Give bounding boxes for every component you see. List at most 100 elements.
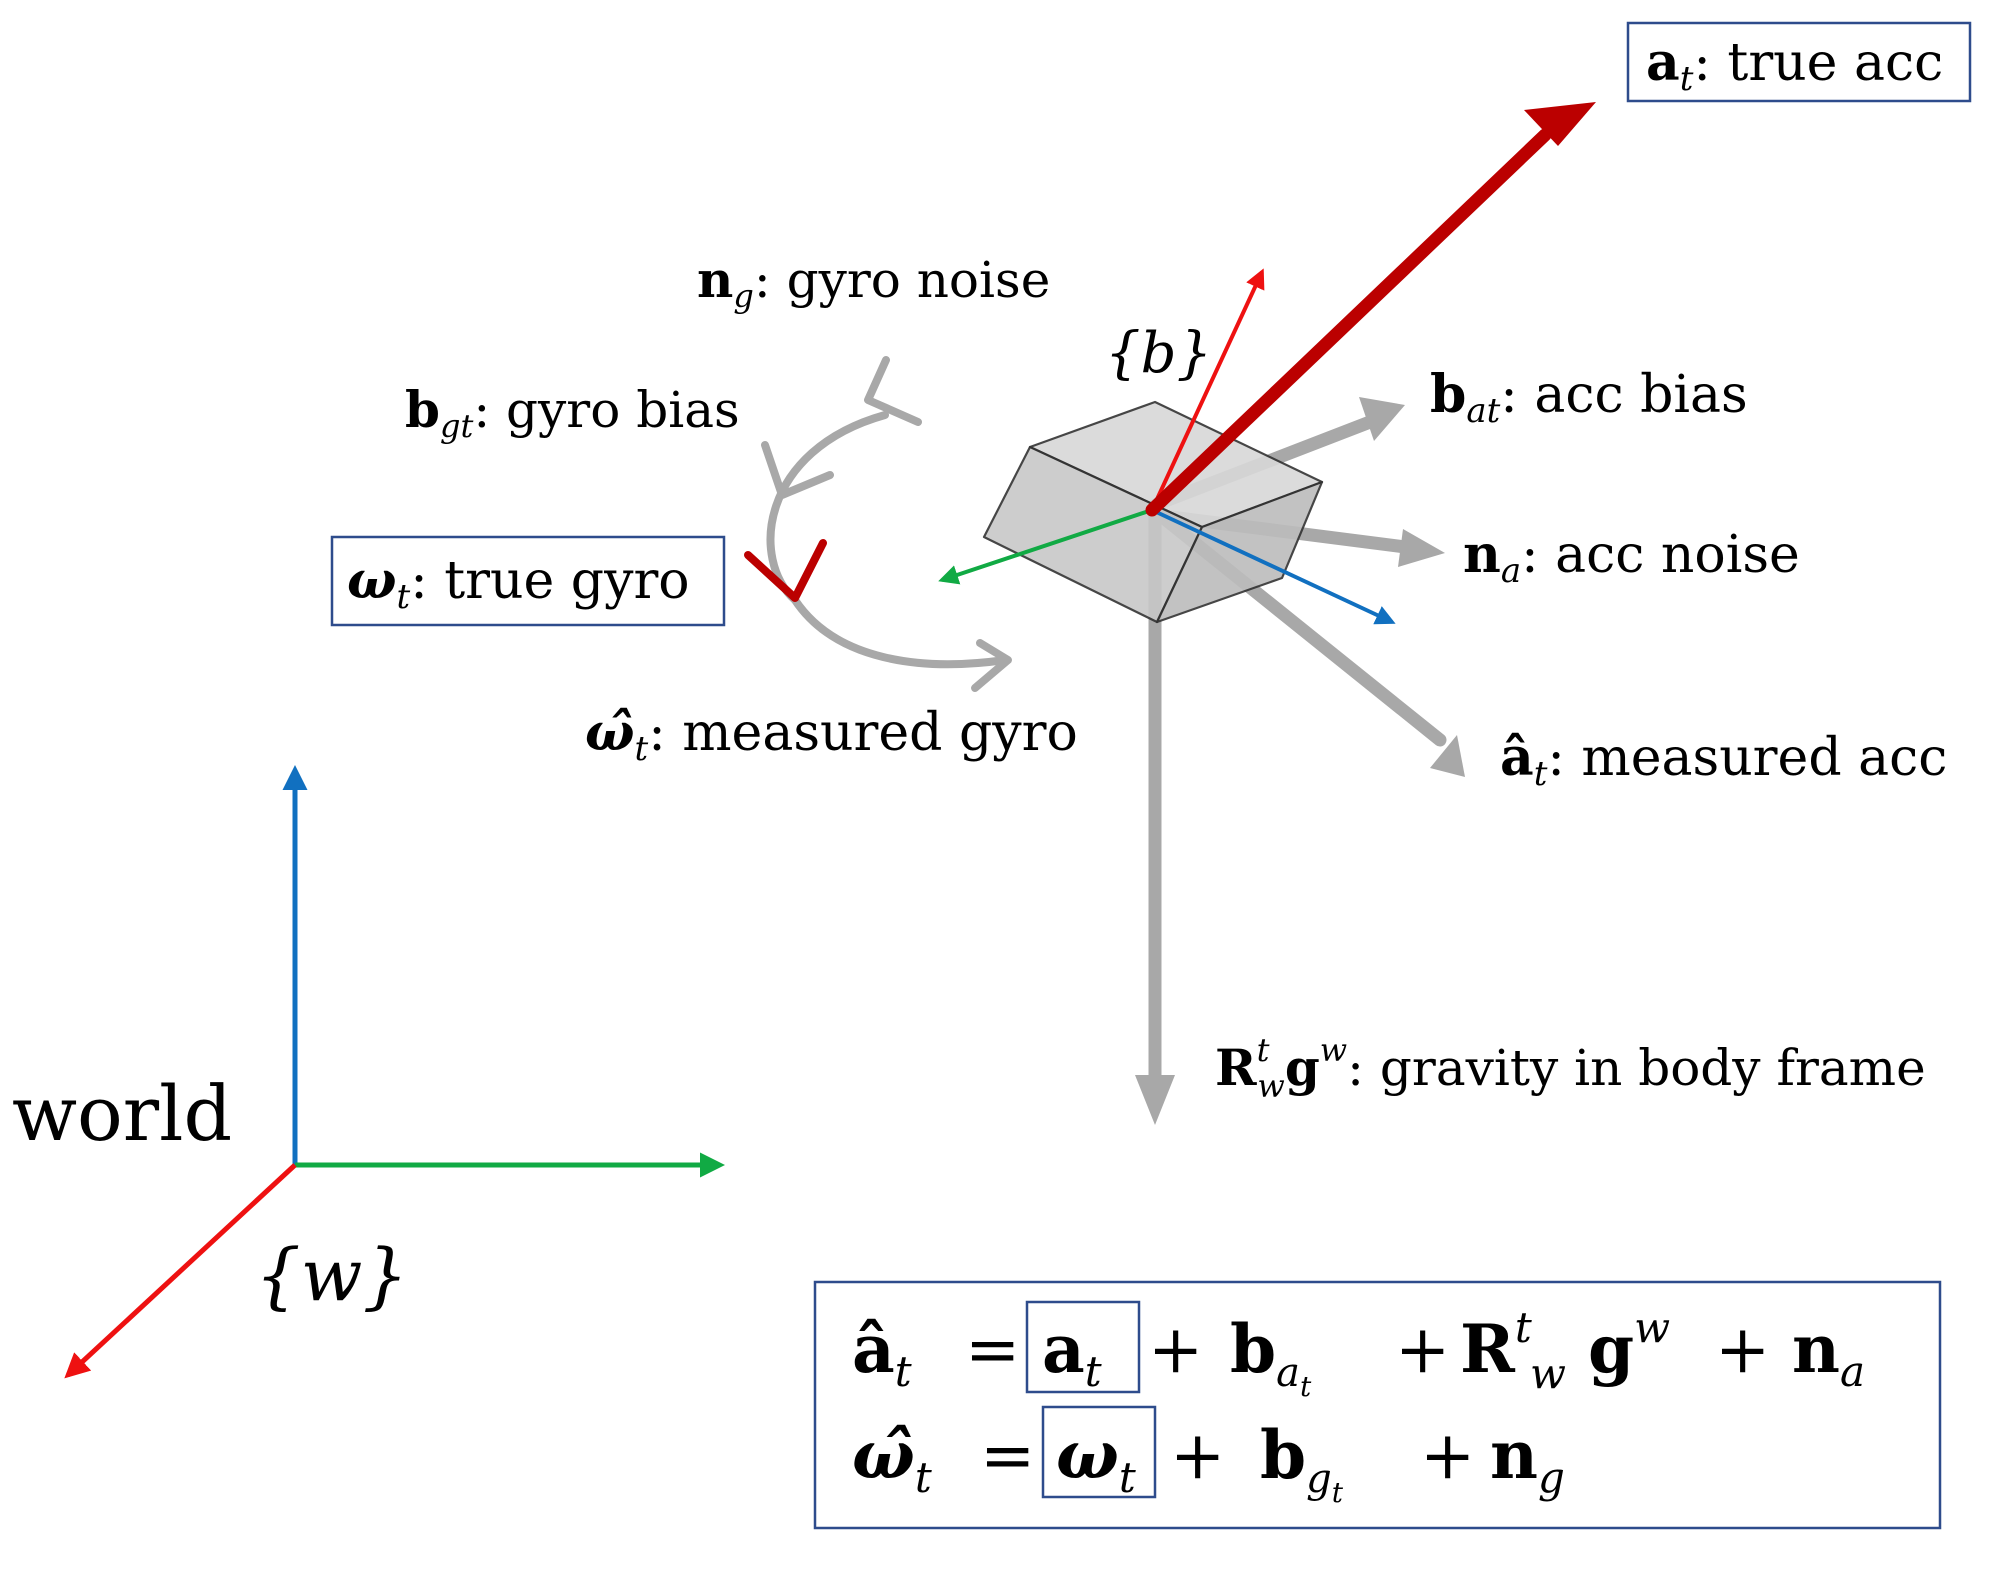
gyro-noise-label: ng: gyro noise [697,250,1050,315]
acc-noise-arrow-head [1398,529,1445,567]
true-gyro-symbol: ω [347,550,397,611]
imu-cube [982,400,1324,624]
measured-gyro-chevron [971,639,1012,692]
body-z-axis [1151,508,1396,625]
gyro-eq-boxed: ω [1056,1416,1119,1494]
gyro-noise-desc: : gyro noise [754,251,1050,309]
gyro-bias-chevron [761,441,834,499]
world-x-axis [64,1163,297,1379]
acc-eq-noise-sub: a [1840,1347,1865,1396]
acc-eq-plus-1: + [1148,1311,1203,1388]
gravity-R-superscript: t [1257,1031,1270,1069]
true-acc-desc: : true acc [1693,33,1943,93]
gyro-noise-symbol: n [697,250,733,309]
gyro-rotation [761,356,1012,692]
acc-noise-symbol: n [1463,524,1501,585]
true-acc-symbol: a [1646,32,1680,93]
gravity-g-superscript: w [1320,1031,1347,1069]
body-x-axis [1150,268,1265,511]
gravity-g-symbol: g [1285,1038,1320,1097]
gyro-bias-desc: : gyro bias [473,381,739,439]
true-acc-arrow-head [1524,102,1596,146]
acc-eq-g: g [1588,1310,1634,1388]
true-acc-label: at: true acc [1626,21,1972,103]
gyro-equation: ω̂t=ωt+bgt+ng [852,1416,1565,1509]
true-acc-box [1626,21,1972,103]
world-frame-label: {w} [255,1233,408,1317]
equations-box [813,1280,1942,1530]
true-acc-subscript: t [1680,59,1694,99]
acc-boxed-term-frame [1025,1300,1141,1394]
acc-eq-R-sub: w [1530,1349,1566,1398]
acc-noise-label: na: acc noise [1463,524,1800,591]
gravity-desc: : gravity in body frame [1347,1039,1926,1097]
acc-bias-symbol: b [1430,364,1466,425]
gyro-eq-bias-sub: g [1306,1456,1332,1502]
true-acc-arrow-shaft [1145,128,1552,517]
gyro-eq-plus-2: + [1420,1417,1475,1494]
measured-gyro-subscript: t [635,729,649,769]
measured-gyro-label: ω̂t: measured gyro [585,702,1078,769]
gravity-arrow-head [1135,1075,1175,1125]
acc-bias-desc: : acc bias [1500,365,1747,425]
acc-eq-R-sup: t [1515,1303,1532,1352]
gyro-arc [766,411,1009,669]
acc-eq-lhs: â [852,1310,895,1388]
measured-gyro-symbol: ω̂ [585,702,635,763]
acc-eq-noise: n [1792,1310,1840,1388]
acc-bias-subscript: at [1466,391,1500,431]
gyro-eq-equals: = [980,1417,1035,1494]
gyro-noise-subscript: g [733,277,753,315]
acc-eq-lhs-sub: t [895,1347,912,1396]
svg-text:ωt: true gyro: ωt: true gyro [347,550,690,617]
gyro-eq-lhs-sub: t [915,1453,932,1502]
measured-acc-symbol: â [1500,727,1534,788]
gyro-bias-symbol: b [405,380,440,439]
world-frame: world {w} [12,765,725,1379]
acc-eq-plus-2: + [1395,1311,1450,1388]
acc-eq-bias: b [1230,1310,1276,1388]
gyro-eq-bias: b [1260,1416,1306,1494]
true-gyro-subscript: t [397,577,411,617]
gyro-bias-label: bgt: gyro bias [405,380,740,445]
acc-bias-arrow-head [1359,397,1405,441]
measured-acc-arrow-head [1430,735,1465,777]
gyro-eq-plus-1: + [1170,1417,1225,1494]
world-title: world [12,1069,232,1158]
acc-eq-R: R [1460,1310,1516,1388]
true-gyro-chevron [744,539,827,602]
acc-bias-label: bat: acc bias [1430,364,1748,431]
gravity-R-symbol: R [1215,1038,1257,1097]
true-gyro-box [330,535,726,627]
true-gyro-label: ωt: true gyro [330,535,726,627]
body-frame-label: {b} [1105,321,1212,386]
gyro-eq-boxed-sub: t [1119,1453,1136,1502]
true-gyro-desc: : true gyro [410,551,689,611]
measured-gyro-desc: : measured gyro [648,703,1078,763]
acc-noise-desc: : acc noise [1521,525,1800,585]
gyro-noise-chevron [864,356,922,426]
gyro-eq-noise-sub: g [1538,1453,1565,1502]
measured-acc-label: ât: measured acc [1500,727,1947,794]
body-frame: {b} [938,268,1396,625]
acc-eq-boxed-sub: t [1085,1347,1102,1396]
acc-eq-boxed: a [1042,1310,1085,1388]
gravity-R-subscript: w [1257,1067,1284,1105]
acc-eq-g-sup: w [1634,1303,1670,1352]
acc-noise-subscript: a [1501,551,1521,591]
measured-acc-subscript: t [1534,754,1548,794]
measured-acc-desc: : measured acc [1547,728,1947,788]
gyro-eq-noise: n [1490,1416,1538,1494]
gyro-bias-subscript: gt [440,407,473,445]
gyro-eq-bias-subsub: t [1332,1476,1344,1509]
svg-text:at: true acc: at: true acc [1646,32,1943,99]
body-y-axis [938,508,1153,585]
acc-eq-equals: = [965,1311,1020,1388]
gyro-boxed-term-frame [1041,1405,1157,1499]
true-acc-arrow [1145,102,1596,517]
acc-eq-bias-sub: a [1276,1350,1300,1396]
